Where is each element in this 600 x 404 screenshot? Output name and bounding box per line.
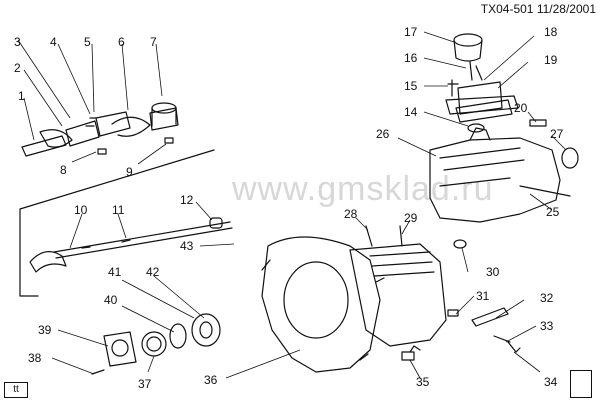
- diagram-header: TX04-501 11/28/2001: [481, 2, 596, 16]
- callout-3: 3: [14, 35, 21, 49]
- callout-8: 8: [60, 163, 67, 177]
- callout-27: 27: [550, 127, 564, 141]
- callout-7: 7: [150, 35, 157, 49]
- rod-frame: [19, 149, 215, 297]
- shift-fork-assembly-upper: [21, 102, 179, 157]
- callout-38: 38: [28, 351, 42, 365]
- diagram-date: 11/28/2001: [536, 2, 596, 16]
- callout-36: 36: [204, 373, 218, 387]
- callout-20: 20: [514, 101, 528, 115]
- watermark: www.gmsklad.ru: [232, 170, 494, 208]
- leader-lines: [17, 31, 567, 379]
- callout-15: 15: [404, 79, 418, 93]
- callout-1: 1: [18, 89, 25, 103]
- callout-29: 29: [404, 211, 418, 225]
- callout-28: 28: [344, 207, 358, 221]
- gm-spo-logo-icon: [570, 370, 592, 398]
- callout-30: 30: [486, 265, 500, 279]
- callout-31: 31: [476, 289, 490, 303]
- bearing-retainer-parts: [91, 313, 221, 375]
- callout-10: 10: [74, 203, 88, 217]
- callout-11: 11: [112, 203, 125, 217]
- callout-19: 19: [544, 53, 558, 67]
- callout-26: 26: [376, 127, 390, 141]
- callout-14: 14: [404, 105, 418, 119]
- callout-2: 2: [14, 61, 21, 75]
- callout-16: 16: [404, 51, 418, 65]
- right-small-parts: [401, 307, 521, 361]
- callout-25: 25: [546, 205, 560, 219]
- callout-37: 37: [138, 377, 152, 391]
- diagram-code: TX04-501: [480, 2, 534, 16]
- callout-34: 34: [544, 375, 558, 389]
- callout-43: 43: [180, 239, 194, 253]
- main-case-lower: [349, 225, 467, 353]
- corner-label: tt: [4, 382, 28, 398]
- callout-40: 40: [104, 293, 118, 307]
- callout-35: 35: [416, 375, 430, 389]
- callout-42: 42: [146, 265, 160, 279]
- callout-39: 39: [38, 323, 52, 337]
- transmission-case: [429, 119, 579, 223]
- callout-32: 32: [540, 291, 554, 305]
- callout-5: 5: [84, 35, 91, 49]
- shifter-housing: [445, 33, 519, 133]
- shift-rail-assembly: [29, 217, 233, 273]
- callout-17: 17: [404, 25, 418, 39]
- callout-12: 12: [180, 193, 194, 207]
- callout-4: 4: [50, 35, 57, 49]
- callout-9: 9: [126, 165, 133, 179]
- callout-33: 33: [540, 319, 554, 333]
- callout-6: 6: [118, 35, 125, 49]
- callout-labels: 3 4 5 6 7 2 1 8 9 10 11 12 43 41 42 40 3…: [14, 25, 564, 391]
- callout-18: 18: [544, 25, 558, 39]
- callout-41: 41: [108, 265, 122, 279]
- bell-housing: [261, 236, 385, 373]
